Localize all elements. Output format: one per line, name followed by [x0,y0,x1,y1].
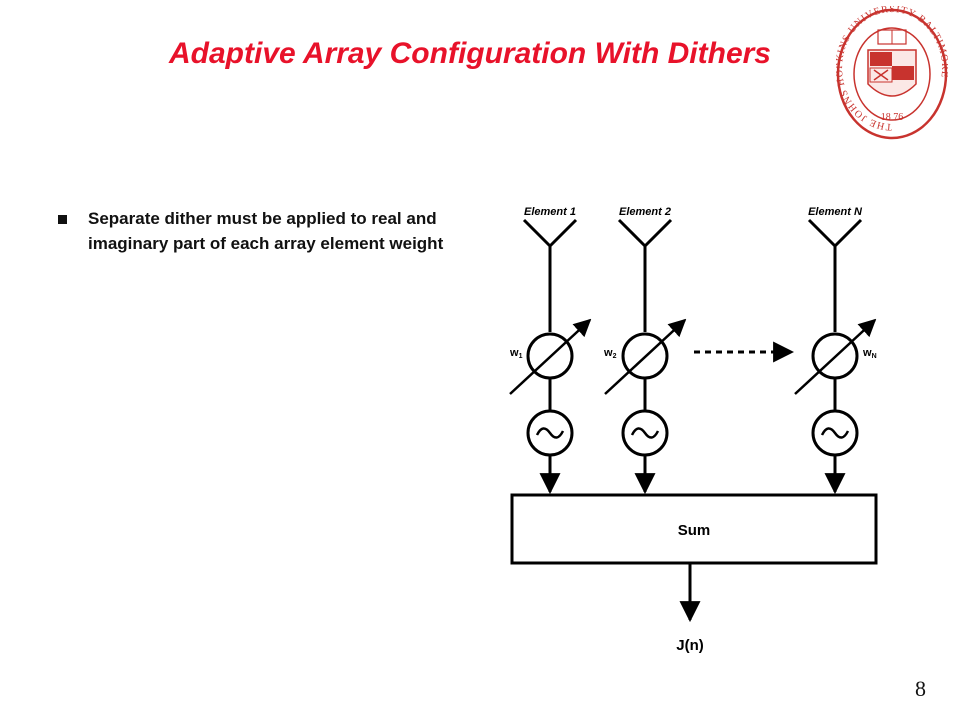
output-label: J(n) [676,637,704,654]
square-bullet-icon [58,215,67,224]
antenna-icon [807,218,863,332]
sine-wave-icon [526,409,574,457]
university-seal-icon: THE JOHNS HOPKINS UNIVERSITY BALTIMORE 1… [836,6,948,140]
sum-label: Sum [678,522,711,539]
antenna-icon [617,218,673,332]
seal-year: 18 76 [881,112,904,123]
sine-wave-icon [621,409,669,457]
element-label: Element 2 [619,206,671,218]
slide-title: Adaptive Array Configuration With Dither… [169,37,771,70]
antenna-icon [522,218,578,332]
bullet-text: Separate dither must be applied to real … [88,209,444,253]
weight-label: w1 [509,347,523,360]
element-label: Element N [808,206,863,218]
variable-weight-icon [509,318,592,395]
sine-wave-icon [811,409,859,457]
sum-block: Sum [510,493,878,565]
array-element-n: Element N wN [794,206,877,495]
bullet-list: Separate dither must be applied to real … [52,206,452,256]
weight-label: w2 [603,347,617,360]
adaptive-array-diagram: Element 1 w1 Element 2 w2 [509,206,878,654]
element-label: Element 1 [524,206,576,218]
page-number: 8 [915,676,926,701]
array-element-1: Element 1 w1 [509,206,592,495]
weight-label: wN [862,347,877,360]
array-element-2: Element 2 w2 [603,206,687,495]
variable-weight-icon [794,318,877,395]
bullet-item: Separate dither must be applied to real … [52,206,452,256]
